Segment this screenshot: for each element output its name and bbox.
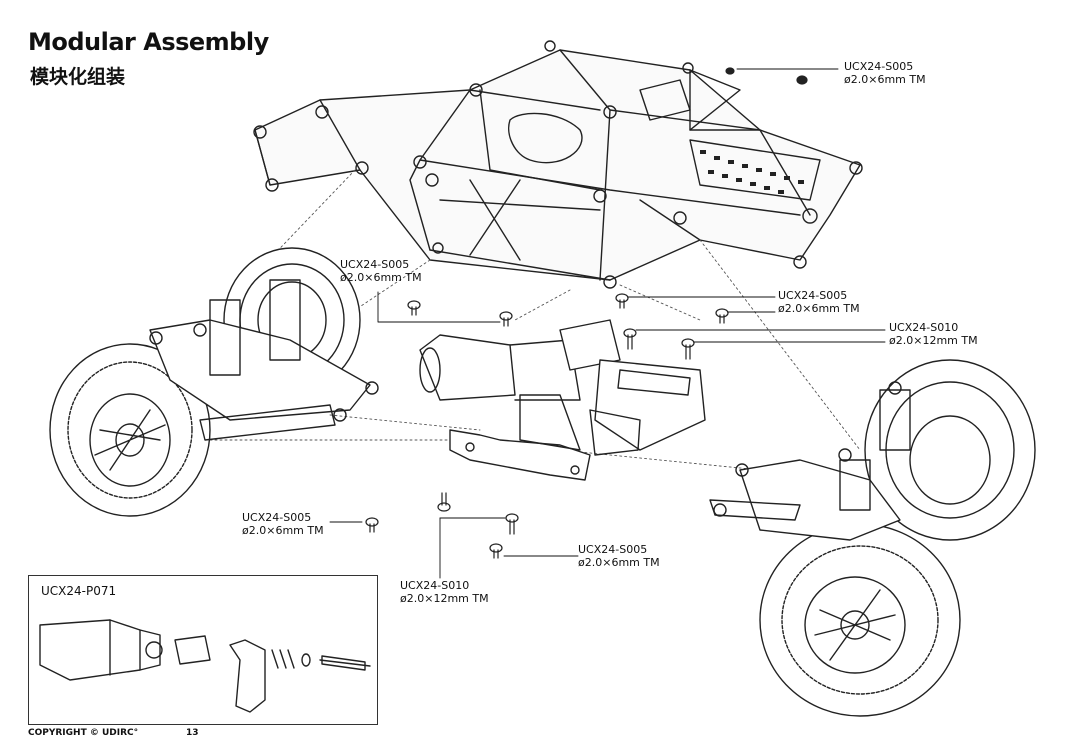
callout-chassis-left: UCX24-S005 ø2.0×6mm TM xyxy=(340,258,422,284)
center-module xyxy=(419,319,706,481)
callout-bottom-left: UCX24-S005 ø2.0×6mm TM xyxy=(242,511,324,537)
page-number: 13 xyxy=(186,728,199,738)
callout-part-spec: ø2.0×12mm TM xyxy=(889,334,978,347)
rear-axle-assembly xyxy=(709,359,1036,717)
callout-part-spec: ø2.0×6mm TM xyxy=(242,524,324,537)
callout-part-spec: ø2.0×6mm TM xyxy=(340,271,422,284)
callout-part-code: UCX24-S005 xyxy=(844,60,914,73)
callout-part-code: UCX24-S005 xyxy=(340,258,410,271)
callout-part-code: UCX24-S010 xyxy=(889,321,959,334)
callout-part-code: UCX24-S005 xyxy=(578,543,648,556)
chassis-frame xyxy=(253,40,863,289)
callout-part-code: UCX24-S005 xyxy=(242,511,312,524)
servo-inset-box: UCX24-P071 xyxy=(28,575,378,725)
callout-part-spec: ø2.0×6mm TM xyxy=(778,302,860,315)
front-axle-assembly xyxy=(49,247,379,517)
screws xyxy=(365,67,808,559)
callout-module-long-screws: UCX24-S010 ø2.0×12mm TM xyxy=(889,321,978,347)
callout-bottom-long-screws: UCX24-S010 ø2.0×12mm TM xyxy=(400,579,489,605)
inset-part-label: UCX24-P071 xyxy=(41,584,117,598)
callout-part-spec: ø2.0×12mm TM xyxy=(400,592,489,605)
page-subtitle: 模块化组装 xyxy=(30,66,126,88)
callout-part-code: UCX24-S010 xyxy=(400,579,470,592)
callout-part-spec: ø2.0×6mm TM xyxy=(844,73,926,86)
callout-top-right: UCX24-S005 ø2.0×6mm TM xyxy=(844,60,926,86)
page-title: Modular Assembly xyxy=(28,28,269,56)
servo-inset-drawing xyxy=(39,619,371,713)
callout-part-code: UCX24-S005 xyxy=(778,289,848,302)
callout-part-spec: ø2.0×6mm TM xyxy=(578,556,660,569)
callout-bottom-center: UCX24-S005 ø2.0×6mm TM xyxy=(578,543,660,569)
copyright-notice: COPYRIGHT © UDIRC° xyxy=(28,728,139,738)
callout-chassis-right: UCX24-S005 ø2.0×6mm TM xyxy=(778,289,860,315)
